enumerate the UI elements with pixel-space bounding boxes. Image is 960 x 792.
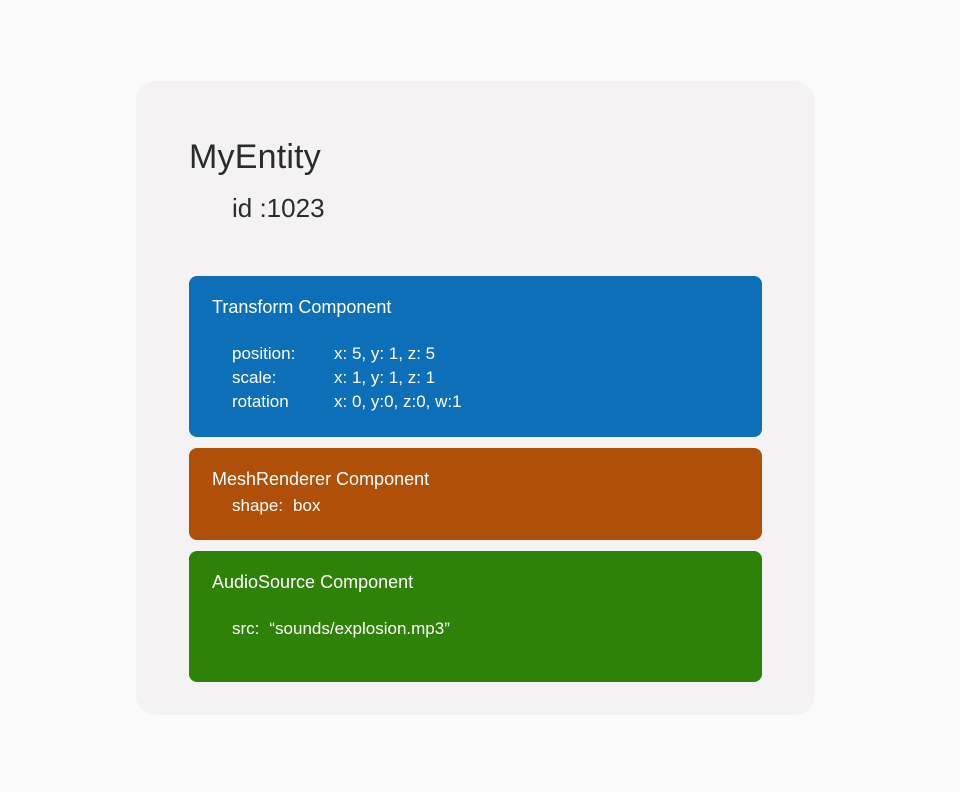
property-key: src: — [232, 619, 260, 638]
property-list: position: x: 5, y: 1, z: 5 scale: x: 1, … — [232, 342, 462, 414]
property-list: shape: box — [232, 494, 320, 518]
property-key: scale: — [232, 368, 277, 387]
property-value: x: 1, y: 1, z: 1 — [334, 368, 436, 387]
component-heading: MeshRenderer Component — [212, 469, 430, 489]
component-stack: Transform Component position: x: 5, y: 1… — [189, 276, 762, 682]
property-key: position: — [232, 344, 296, 363]
property-row: rotation x: 0, y:0, z:0, w:1 — [232, 390, 462, 414]
component-heading: Transform Component — [212, 297, 392, 317]
entity-id-label: id :1023 — [232, 193, 325, 223]
property-list: src: “sounds/explosion.mp3” — [232, 617, 450, 641]
property-row: src: “sounds/explosion.mp3” — [232, 617, 450, 641]
property-value: x: 0, y:0, z:0, w:1 — [334, 392, 462, 411]
entity-title: MyEntity — [189, 138, 321, 176]
component-block-audiosource[interactable]: AudioSource Component src: “sounds/explo… — [189, 551, 762, 682]
entity-card: MyEntity id :1023 Transform Component po… — [136, 81, 815, 715]
property-row: scale: x: 1, y: 1, z: 1 — [232, 366, 462, 390]
component-block-meshrenderer[interactable]: MeshRenderer Component shape: box — [189, 448, 762, 540]
property-row: shape: box — [232, 494, 320, 518]
property-key: rotation — [232, 392, 289, 411]
property-value: box — [293, 496, 321, 515]
component-block-transform[interactable]: Transform Component position: x: 5, y: 1… — [189, 276, 762, 437]
property-value: x: 5, y: 1, z: 5 — [334, 344, 436, 363]
property-key: shape: — [232, 496, 284, 515]
property-value: “sounds/explosion.mp3” — [269, 619, 450, 638]
component-heading: AudioSource Component — [212, 572, 414, 592]
property-row: position: x: 5, y: 1, z: 5 — [232, 342, 462, 366]
